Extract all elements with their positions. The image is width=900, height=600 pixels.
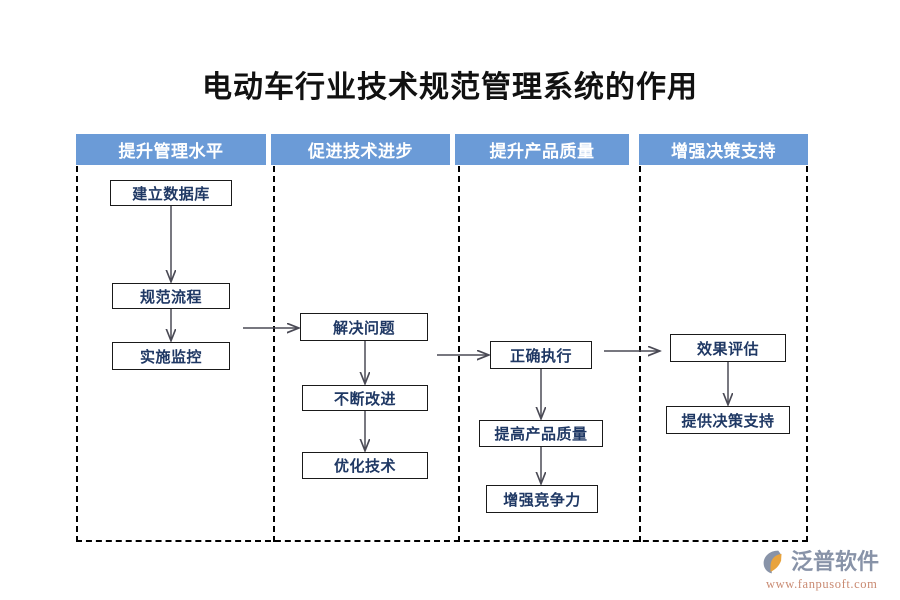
node-guifan-liucheng[interactable]: 规范流程 [112,283,230,309]
node-xiaoguo-pinggu[interactable]: 效果评估 [670,334,786,362]
brand-logo: 泛普软件 www.fanpusoft.com [762,548,894,594]
node-youhua-jishu[interactable]: 优化技术 [302,452,428,479]
node-jiejue-wenti[interactable]: 解决问题 [300,313,428,341]
lane-header-4: 增强决策支持 [639,134,808,165]
node-buduan-gaijin[interactable]: 不断改进 [302,385,428,411]
lane-border-left [76,166,78,542]
lane-header-1: 提升管理水平 [76,134,266,165]
fanpu-logo-icon [763,550,782,574]
lane-divider-1 [273,166,275,542]
brand-url: www.fanpusoft.com [766,577,878,591]
brand-name: 泛普软件 [791,549,880,574]
node-jianli-shujuku[interactable]: 建立数据库 [110,180,232,206]
node-zengqiang-jingzhengli[interactable]: 增强竞争力 [486,485,598,513]
lane-header-3: 提升产品质量 [455,134,629,165]
lane-divider-2 [458,166,460,542]
swimlane-frame [76,166,808,542]
node-shishi-jiankong[interactable]: 实施监控 [112,342,230,370]
lane-divider-3 [639,166,641,542]
node-tigao-chanpin-zhiliang[interactable]: 提高产品质量 [479,420,603,447]
brand-logo-row: 泛普软件 [762,548,894,576]
lane-divider-4 [806,166,808,542]
page-title: 电动车行业技术规范管理系统的作用 [202,71,698,104]
lane-header-2: 促进技术进步 [271,134,450,165]
lane-border-bottom [76,540,808,542]
node-tigong-juece-zhichi[interactable]: 提供决策支持 [666,406,790,434]
node-zhengque-zhixing[interactable]: 正确执行 [490,341,592,369]
